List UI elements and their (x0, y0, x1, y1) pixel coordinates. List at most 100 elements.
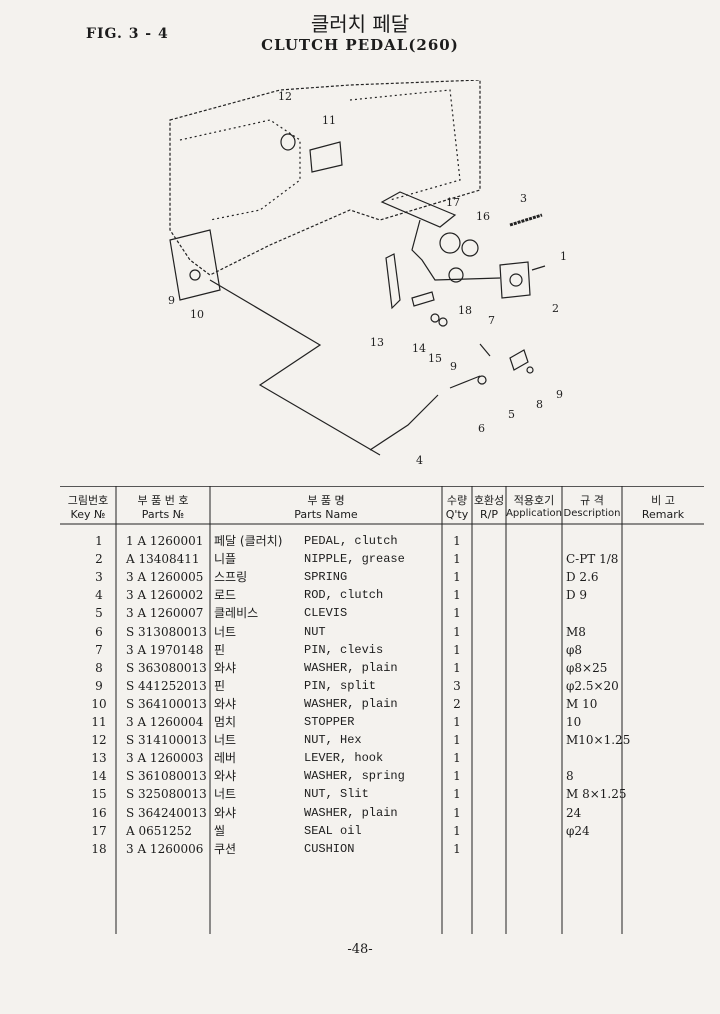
part-number-cell: S 361080013 (126, 769, 207, 784)
header-remark-ko: 비 고 (651, 494, 675, 507)
key-cell: 9 (95, 678, 103, 693)
header-qty-en: Q'ty (445, 508, 469, 521)
key-cell: 6 (95, 624, 103, 639)
name-korean-cell: 로드 (214, 588, 237, 603)
part-number-cell: A 0651252 (126, 823, 192, 838)
callout-11: 11 (322, 114, 336, 127)
parts-table: 그림번호 Key № 부 품 번 호 Parts № 부 품 명 Parts N… (60, 486, 704, 934)
header-name-ko: 부 품 명 (307, 494, 345, 507)
name-english-cell: NUT, Slit (304, 787, 369, 802)
qty-cell: 1 (453, 769, 461, 784)
callout-5: 5 (508, 408, 515, 421)
header-application-ko: 적용호기 (513, 494, 555, 507)
name-english-cell: NUT, Hex (304, 733, 362, 748)
part-number-cell: S 441252013 (126, 678, 207, 693)
part-number-cell: A 13408411 (126, 552, 200, 567)
header-key-ko: 그림번호 (67, 494, 109, 507)
part-number-cell: S 313080013 (126, 624, 207, 639)
callout-10: 10 (190, 308, 204, 321)
header-remark-en: Remark (641, 508, 685, 521)
table-row: 17 A 0651252 씰 SEAL oil 1 φ24 (60, 822, 704, 840)
key-cell: 8 (95, 660, 103, 675)
callout-7: 7 (488, 314, 495, 327)
description-cell: φ2.5×20 (566, 678, 619, 693)
part-number-cell: 1 A 1260001 (126, 534, 204, 548)
name-english-cell: SEAL oil (304, 823, 362, 838)
part-number-cell: 3 A 1970148 (126, 642, 204, 657)
name-english-cell: WASHER, spring (304, 769, 405, 784)
qty-cell: 1 (453, 570, 461, 585)
qty-cell: 2 (453, 696, 461, 711)
description-cell: φ24 (566, 823, 590, 838)
title-english: CLUTCH PEDAL(260) (261, 36, 459, 54)
qty-cell: 1 (453, 823, 461, 838)
qty-cell: 1 (453, 660, 461, 675)
page-number: -48- (347, 942, 373, 957)
description-cell: φ8×25 (566, 660, 608, 675)
qty-cell: 1 (453, 624, 461, 639)
header-parts-no-en: Parts № (141, 508, 185, 521)
callout-18: 18 (458, 304, 472, 317)
callout-2: 2 (552, 302, 559, 315)
part-number-cell: 3 A 1260002 (126, 588, 204, 603)
figure-label: FIG. 3 - 4 (86, 26, 169, 42)
name-english-cell: WASHER, plain (304, 660, 398, 675)
callout-1: 1 (560, 250, 567, 263)
key-cell: 2 (95, 552, 103, 567)
key-cell: 3 (95, 570, 103, 585)
name-english-cell: CUSHION (304, 841, 355, 856)
part-number-cell: S 314100013 (126, 733, 207, 748)
callout-16: 16 (476, 210, 490, 223)
key-cell: 17 (91, 823, 107, 838)
callout-numbers: 1 2 3 4 5 6 7 8 9 9 9 10 11 12 13 14 15 … (168, 90, 567, 467)
name-korean-cell: 너트 (214, 787, 237, 802)
header-description-ko: 규 격 (580, 494, 604, 507)
callout-15: 15 (428, 352, 442, 365)
qty-cell: 1 (453, 787, 461, 802)
header-name-en: Parts Name (294, 508, 358, 521)
key-cell: 14 (91, 769, 107, 784)
part-number-cell: S 364100013 (126, 696, 207, 711)
callout-9-b: 9 (450, 360, 457, 373)
name-english-cell: PEDAL, clutch (304, 534, 398, 548)
name-korean-cell: 씰 (214, 823, 226, 838)
description-cell: M8 (566, 624, 586, 639)
part-number-cell: S 364240013 (126, 805, 207, 820)
name-korean-cell: 멈치 (214, 715, 237, 729)
name-korean-cell: 쿠션 (214, 841, 237, 856)
name-english-cell: SPRING (304, 570, 348, 585)
header-key-en: Key № (70, 508, 106, 521)
qty-cell: 1 (453, 805, 461, 820)
part-number-cell: 3 A 1260007 (126, 606, 204, 621)
callout-14: 14 (412, 342, 426, 355)
name-korean-cell: 와샤 (214, 805, 237, 820)
key-cell: 4 (95, 588, 103, 603)
qty-cell: 3 (453, 678, 461, 693)
key-cell: 15 (91, 787, 107, 802)
qty-cell: 1 (453, 715, 461, 729)
callout-13: 13 (370, 336, 384, 349)
part-number-cell: S 363080013 (126, 660, 207, 675)
callout-6: 6 (478, 422, 485, 435)
header-description-en: Description (563, 508, 621, 519)
header-rp-ko: 호환성 (473, 494, 505, 507)
name-korean-cell: 레버 (214, 751, 237, 766)
header-qty-ko: 수량 (446, 494, 468, 507)
description-cell: 10 (566, 715, 582, 729)
callout-12: 12 (278, 90, 292, 103)
callout-17: 17 (446, 196, 460, 209)
qty-cell: 1 (453, 534, 461, 548)
part-number-cell: 3 A 1260004 (126, 715, 204, 729)
callout-9-c: 9 (556, 388, 563, 401)
description-cell: 24 (566, 805, 582, 820)
description-cell: 8 (566, 769, 574, 784)
